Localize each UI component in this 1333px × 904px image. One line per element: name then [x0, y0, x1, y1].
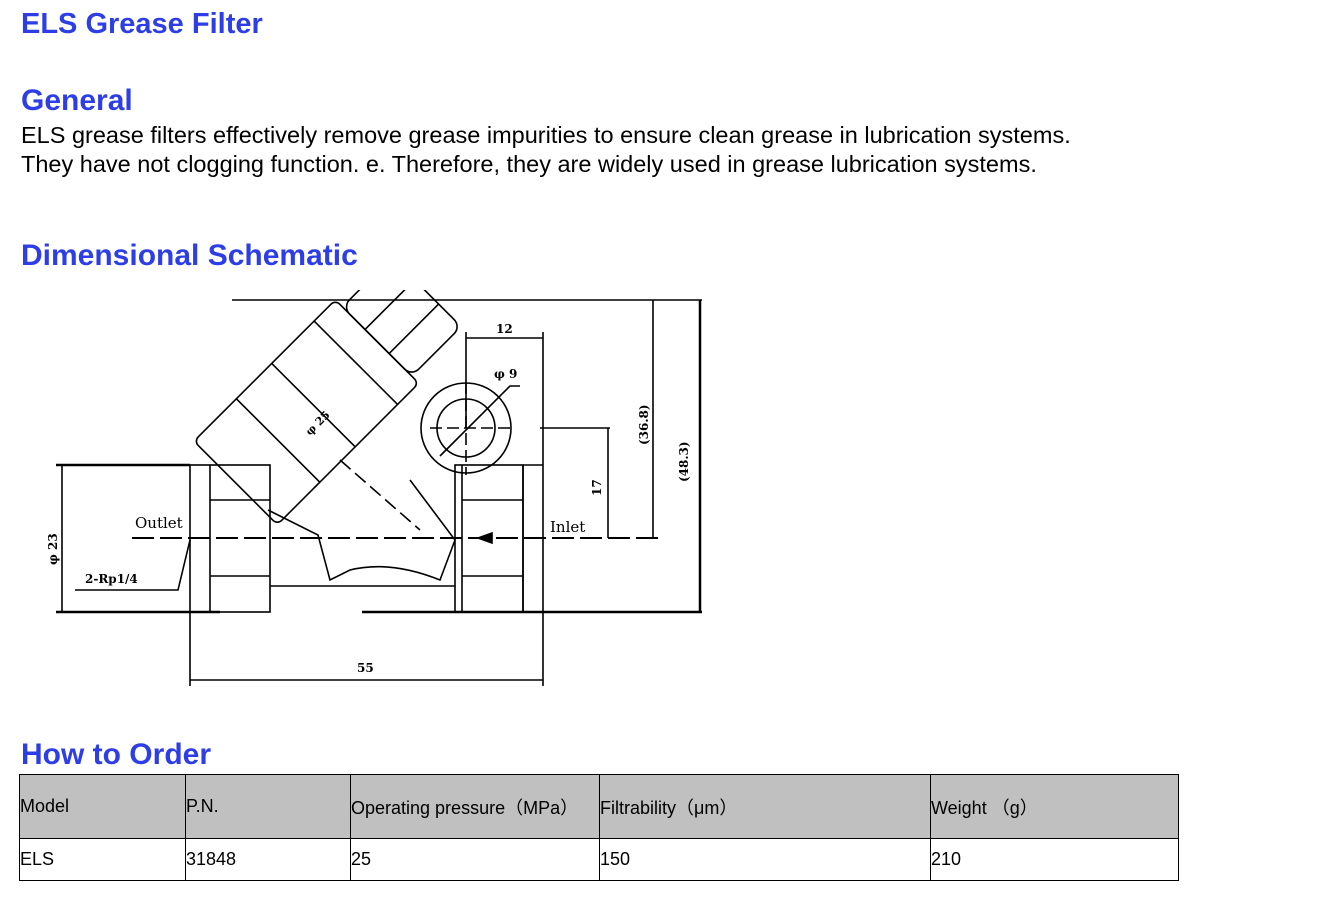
order-heading: How to Order [21, 738, 212, 771]
dim-17-label: 17 [590, 479, 604, 496]
dim-48-3-label: (48.3) [677, 441, 691, 482]
table-header-row: Model P.N. Operating pressure（MPa） Filtr… [19, 774, 1179, 839]
schematic-heading: Dimensional Schematic [21, 239, 358, 272]
outlet-label: Outlet [135, 514, 183, 532]
dim-36-8-label: (36.8) [637, 404, 651, 445]
cell-pn: 31848 [185, 838, 351, 881]
dim-phi25-label: φ 25 [303, 408, 333, 438]
column-header: P.N. [185, 774, 351, 839]
inlet-label: Inlet [550, 518, 585, 536]
dim-55-label: 55 [357, 661, 374, 675]
dim-12-label: 12 [496, 322, 513, 336]
table-row: ELS 31848 25 150 210 [19, 838, 1179, 881]
thread-label: 2-Rp1/4 [85, 572, 138, 586]
cell-weight: 210 [930, 838, 1179, 881]
description-line: ELS grease filters effectively remove gr… [21, 122, 1071, 148]
cell-pressure: 25 [350, 838, 600, 881]
column-header: Filtrability（μm） [599, 774, 931, 839]
order-table: Model P.N. Operating pressure（MPa） Filtr… [19, 774, 1179, 881]
description-line: They have not clogging function. e. Ther… [21, 151, 1037, 177]
column-header: Operating pressure（MPa） [350, 774, 600, 839]
column-header: Weight （g） [930, 774, 1179, 839]
general-description: ELS grease filters effectively remove gr… [21, 121, 1071, 179]
dimensional-schematic: Outlet Inlet 12 φ 9 φ 25 17 (36.8) (48.3… [46, 290, 702, 686]
dim-phi23-label: φ 23 [46, 533, 60, 565]
cell-filtrability: 150 [599, 838, 931, 881]
page-title: ELS Grease Filter [21, 8, 263, 40]
cell-model: ELS [19, 838, 186, 881]
dim-phi9-label: φ 9 [494, 367, 517, 381]
column-header: Model [19, 774, 186, 839]
general-heading: General [21, 84, 133, 117]
